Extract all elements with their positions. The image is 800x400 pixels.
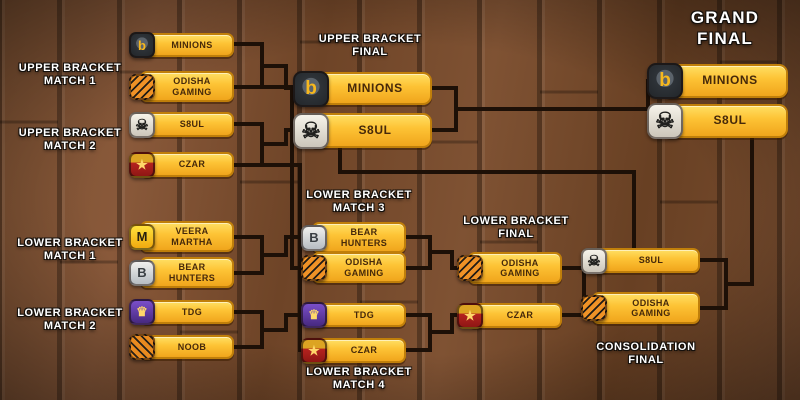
minions-gear-icon: b [129,32,155,58]
team-name: NOOB [177,341,207,352]
minions-gear-icon: b [647,63,683,99]
slot-upper-match2-czar[interactable]: ★ CZAR [129,151,234,178]
tdg-crown-icon: ♛ [129,299,155,325]
slot-lower-final-odisha-gaming[interactable]: ODISHA GAMING [457,252,562,284]
s8ul-skull-icon: ☠ [293,112,329,149]
label-upper-bracket-match1: UPPER BRACKET MATCH 1 [18,62,122,88]
team-name: S8UL [358,122,392,137]
czar-crest-icon: ★ [301,337,327,364]
slot-upper-match1-odisha-gaming[interactable]: ODISHA GAMING [129,71,234,102]
noob-tiger-icon [129,334,155,360]
label-consolidation-final: CONSOLIDATION FINAL [596,341,696,367]
connector-upper-final [430,86,458,132]
connector-lower-match1-winner [260,235,314,257]
team-name: MINIONS [347,80,403,95]
team-name: ODISHA GAMING [344,257,384,278]
tdg-crown-icon: ♛ [301,302,327,328]
team-name: CZAR [178,159,206,170]
odisha-tiger-icon [457,255,483,281]
slot-consolidation-s8ul[interactable]: ☠ S8UL [581,247,700,274]
bear-hunters-bear-icon: B [129,259,155,286]
slot-lower-match4-tdg[interactable]: ♛ TDG [301,302,406,328]
label-upper-bracket-final: UPPER BRACKET FINAL [318,33,422,59]
connector-lower-match2-winner [260,313,314,332]
bear-hunters-bear-icon: B [301,224,327,251]
label-upper-bracket-match2: UPPER BRACKET MATCH 2 [18,127,122,153]
odisha-tiger-icon [301,254,327,281]
team-name: ODISHA GAMING [631,297,671,318]
team-name: ODISHA GAMING [500,257,540,278]
slot-consolidation-odisha-gaming[interactable]: ODISHA GAMING [581,292,700,324]
label-lower-bracket-match4: LOWER BRACKET MATCH 4 [306,366,412,392]
slot-grand-final-s8ul[interactable]: ☠ S8UL [647,103,788,139]
czar-crest-icon: ★ [457,302,483,329]
connector-upper-final-winner [454,79,664,111]
team-name: BEAR HUNTERS [168,262,216,283]
label-lower-bracket-match3: LOWER BRACKET MATCH 3 [306,189,412,215]
team-name: TDG [353,309,375,320]
slot-upper-match2-s8ul[interactable]: ☠ S8UL [129,111,234,138]
slot-lower-match3-bear-hunters[interactable]: B BEAR HUNTERS [301,222,406,253]
connector-lower-match4 [404,313,432,352]
veera-martha-m-icon: M [129,223,155,250]
team-name: CZAR [350,345,378,356]
connector-upper-match2 [232,122,264,167]
slot-upper-final-minions[interactable]: b MINIONS [293,70,432,107]
slot-grand-final-minions[interactable]: b MINIONS [647,63,788,99]
team-name: S8UL [713,113,747,128]
connector-consolidation-winner [724,137,754,286]
label-lower-bracket-match1: LOWER BRACKET MATCH 1 [17,237,123,263]
odisha-tiger-icon [129,73,155,100]
slot-lower-match1-bear-hunters[interactable]: B BEAR HUNTERS [129,257,234,288]
team-name: MINIONS [171,39,213,50]
team-name: TDG [181,306,203,317]
team-name: BEAR HUNTERS [340,227,388,248]
connector-upper-match1 [232,42,264,89]
team-name: S8UL [179,119,205,130]
slot-lower-match3-odisha-gaming[interactable]: ODISHA GAMING [301,252,406,283]
team-name: CZAR [506,310,534,321]
slot-upper-final-s8ul[interactable]: ☠ S8UL [293,112,432,149]
team-name: VEERA MARTHA [171,226,213,247]
slot-lower-final-czar[interactable]: ★ CZAR [457,302,562,329]
czar-crest-icon: ★ [129,151,155,178]
connector-lower-match2 [232,310,264,349]
label-lower-bracket-final: LOWER BRACKET FINAL [463,215,569,241]
odisha-tiger-icon [581,295,607,321]
team-name: S8UL [638,255,664,266]
team-name: ODISHA GAMING [172,76,212,97]
label-grand-final: GRAND FINAL [690,8,760,48]
slot-lower-match2-tdg[interactable]: ♛ TDG [129,299,234,325]
s8ul-skull-icon: ☠ [581,247,607,274]
connector-consolidation-final [698,258,728,310]
minions-gear-icon: b [293,70,329,107]
connector-upper-final-loser-drop [338,146,636,250]
slot-upper-match1-minions[interactable]: b MINIONS [129,32,234,58]
connector-lower-match3 [404,235,432,270]
slot-lower-match1-veera-martha[interactable]: M VEERA MARTHA [129,221,234,252]
connector-lower-match1 [232,235,264,275]
slot-lower-match2-noob[interactable]: NOOB [129,334,234,360]
label-lower-bracket-match2: LOWER BRACKET MATCH 2 [17,307,123,333]
s8ul-skull-icon: ☠ [129,111,155,138]
slot-lower-match4-czar[interactable]: ★ CZAR [301,337,406,364]
team-name: MINIONS [702,73,758,88]
s8ul-skull-icon: ☠ [647,103,683,139]
